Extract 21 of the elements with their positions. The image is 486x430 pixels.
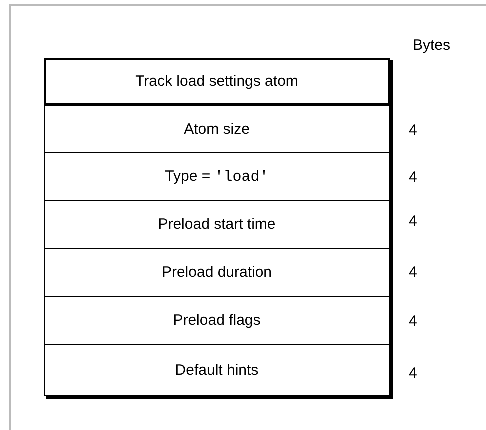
- byte-count: 4: [409, 365, 418, 382]
- field-name: Atom size: [184, 120, 250, 138]
- byte-count: 4: [409, 213, 418, 230]
- field-name: Type = 'load': [165, 168, 269, 186]
- byte-count: 4: [409, 122, 418, 139]
- field-row: [44, 248, 390, 297]
- column-heading: Bytes: [413, 37, 451, 54]
- field-name: Default hints: [175, 362, 259, 378]
- header-text: Track load settings atom: [136, 73, 298, 90]
- byte-count: 4: [409, 264, 418, 281]
- field-row: [44, 344, 390, 396]
- field-name: Preload flags: [173, 312, 261, 329]
- field-name: Preload duration: [162, 264, 272, 281]
- field-row: [44, 296, 390, 345]
- byte-count: 4: [409, 313, 418, 330]
- field-row: [44, 105, 390, 153]
- table-header: [44, 58, 390, 105]
- field-name: Preload start time: [158, 216, 276, 233]
- field-row: [44, 152, 390, 201]
- field-row: [44, 200, 390, 249]
- byte-count: 4: [409, 169, 418, 186]
